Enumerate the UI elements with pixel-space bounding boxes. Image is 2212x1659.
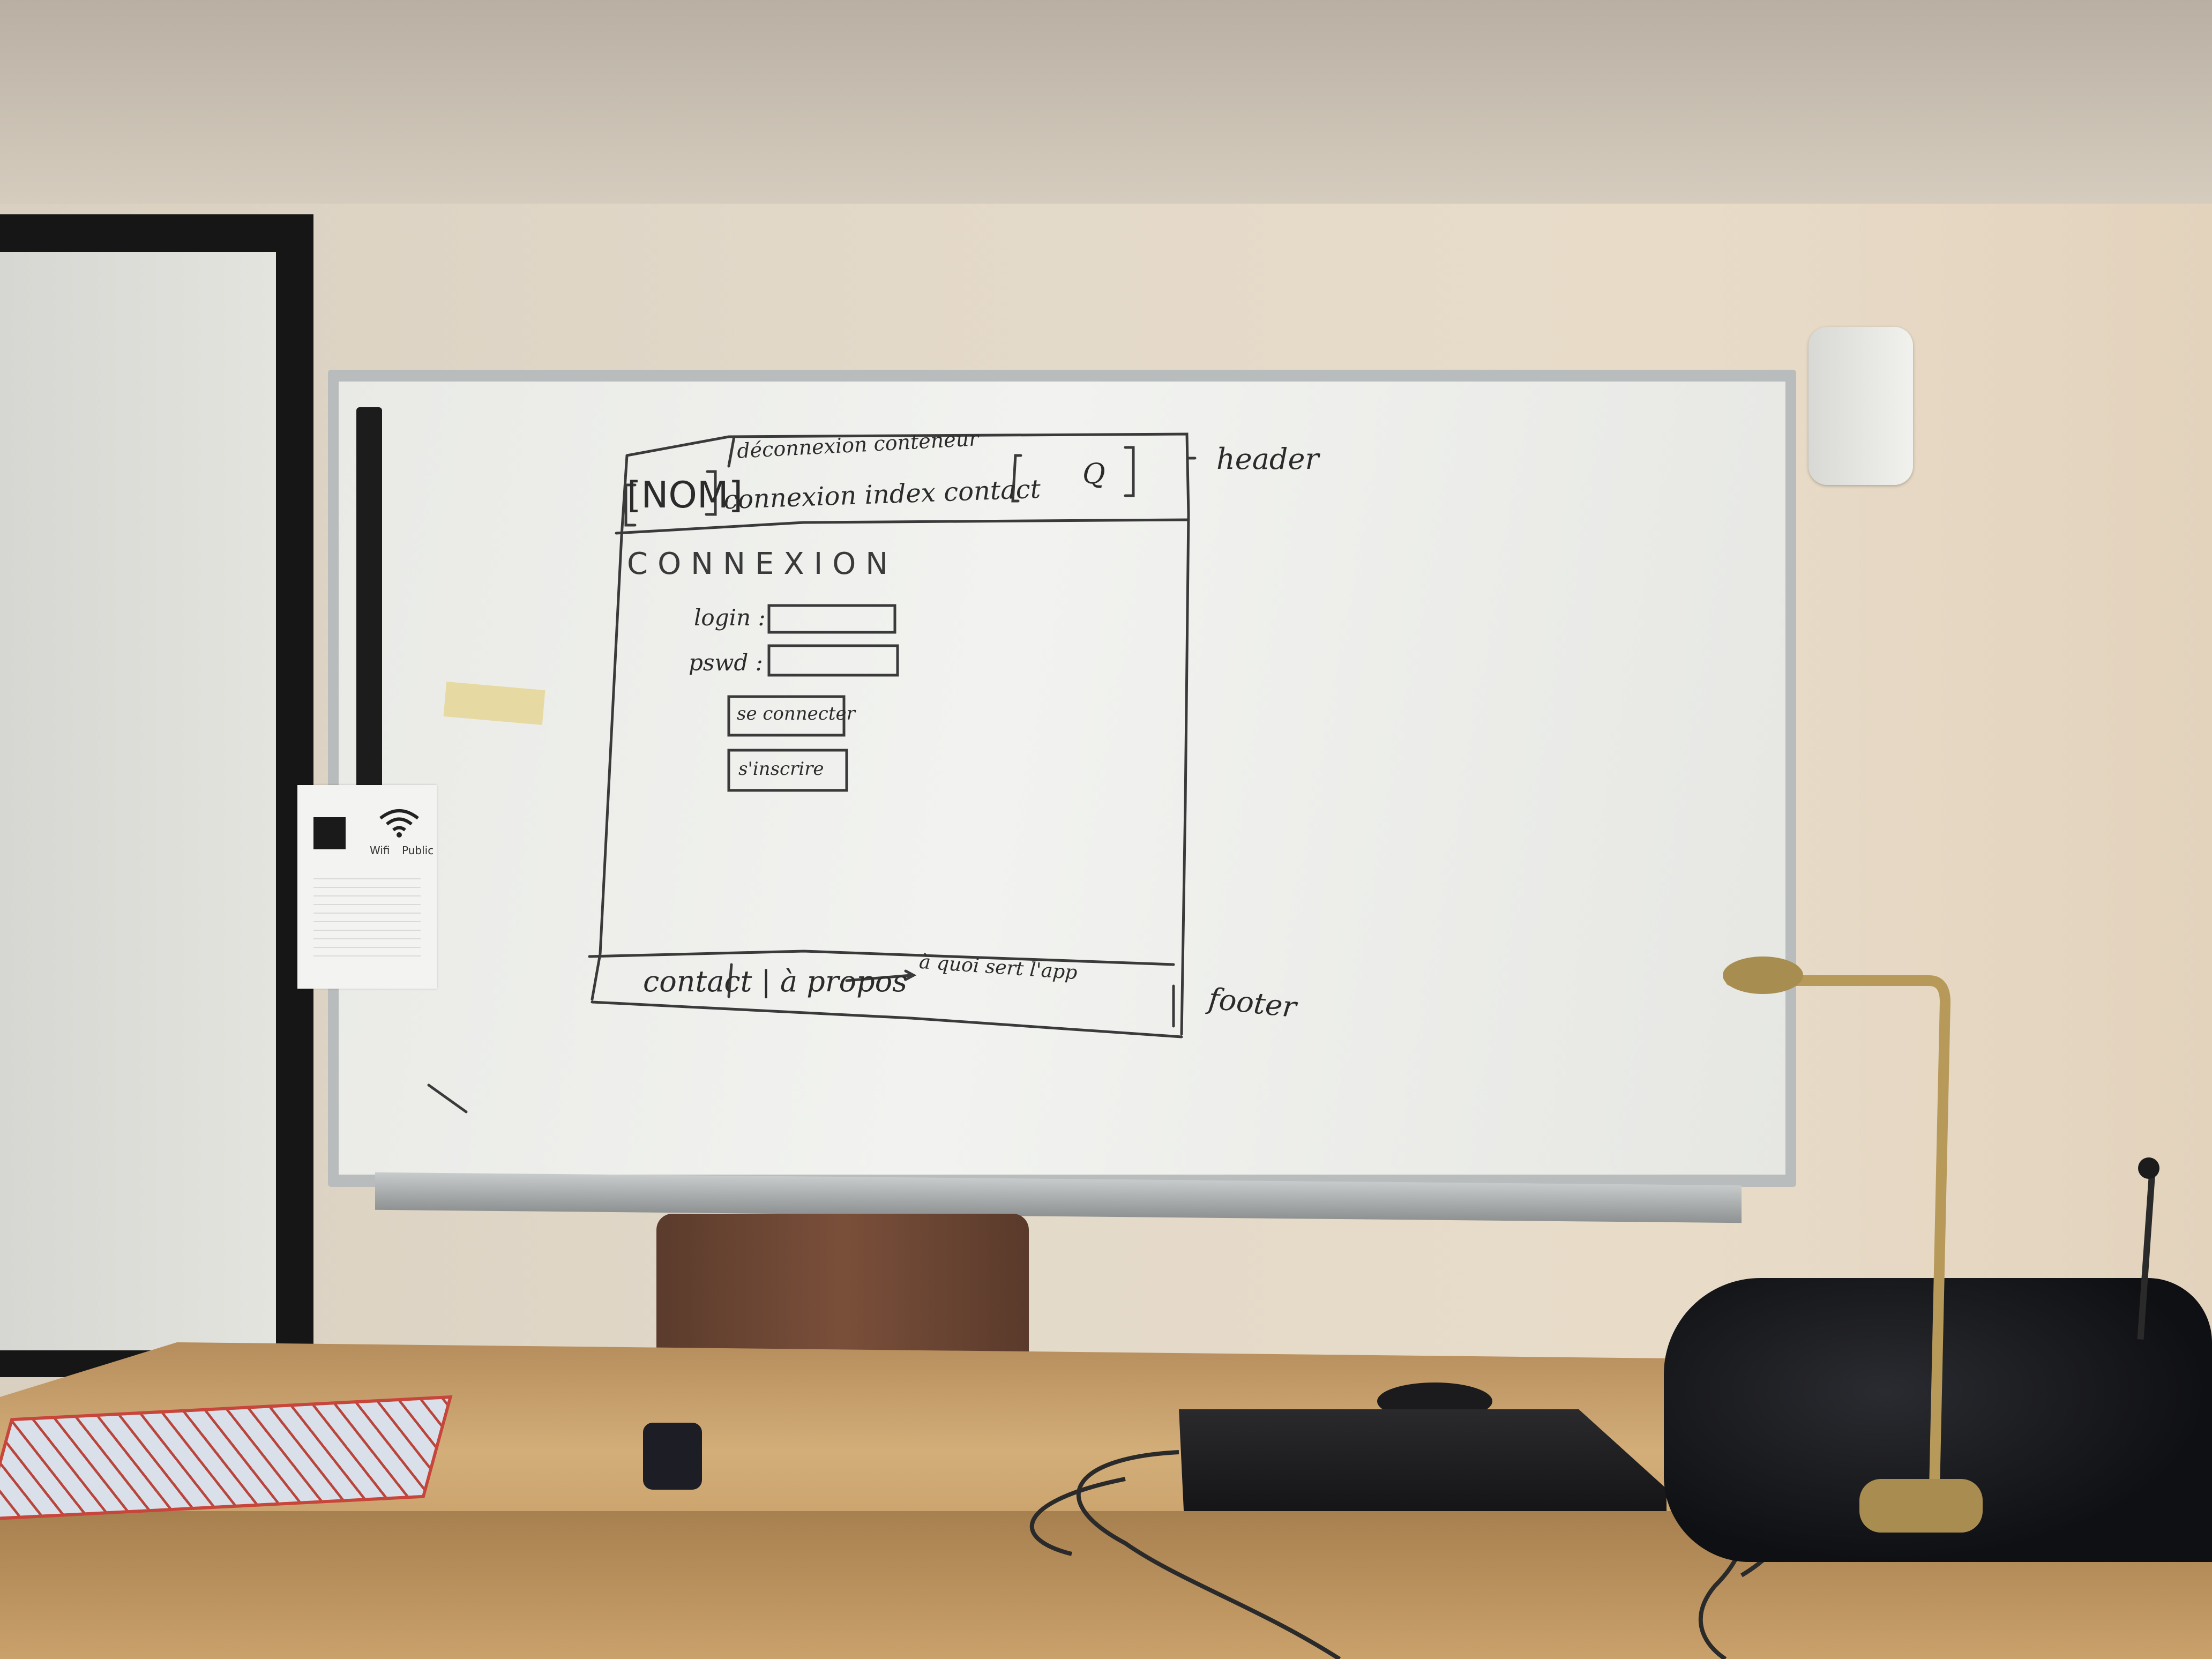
sketch-connect-button: se connecter <box>737 703 855 724</box>
sketch-password-label: pswd : <box>689 649 763 676</box>
sketch-footer-text: contact | à propos <box>643 965 907 998</box>
search-icon: Q <box>1082 458 1105 490</box>
sketch-logo: [NOM] <box>627 474 743 517</box>
sketch-login-label: login : <box>694 604 766 631</box>
wifi-icon <box>378 806 419 838</box>
wifi-right-label: Public <box>402 844 434 857</box>
ceiling <box>0 0 2212 209</box>
wifi-left-label: Wifi <box>370 844 390 857</box>
sketch-signup-button: s'inscrire <box>738 758 824 780</box>
tv-remote <box>643 1423 702 1490</box>
header-label: header <box>1216 442 1319 476</box>
projection-screen-surface <box>0 252 276 1350</box>
wifi-sign-fine-print <box>313 871 421 962</box>
laptop-closed <box>1179 1409 1667 1511</box>
wifi-logo-block <box>313 817 346 849</box>
sketch-heading: CONNEXION <box>627 547 898 581</box>
whiteboard <box>339 382 1785 1175</box>
board-toolbar <box>356 407 382 825</box>
wifi-sign: Wifi Public <box>297 785 437 989</box>
microphone-head <box>2138 1157 2159 1179</box>
wall-speaker <box>1809 327 1913 485</box>
